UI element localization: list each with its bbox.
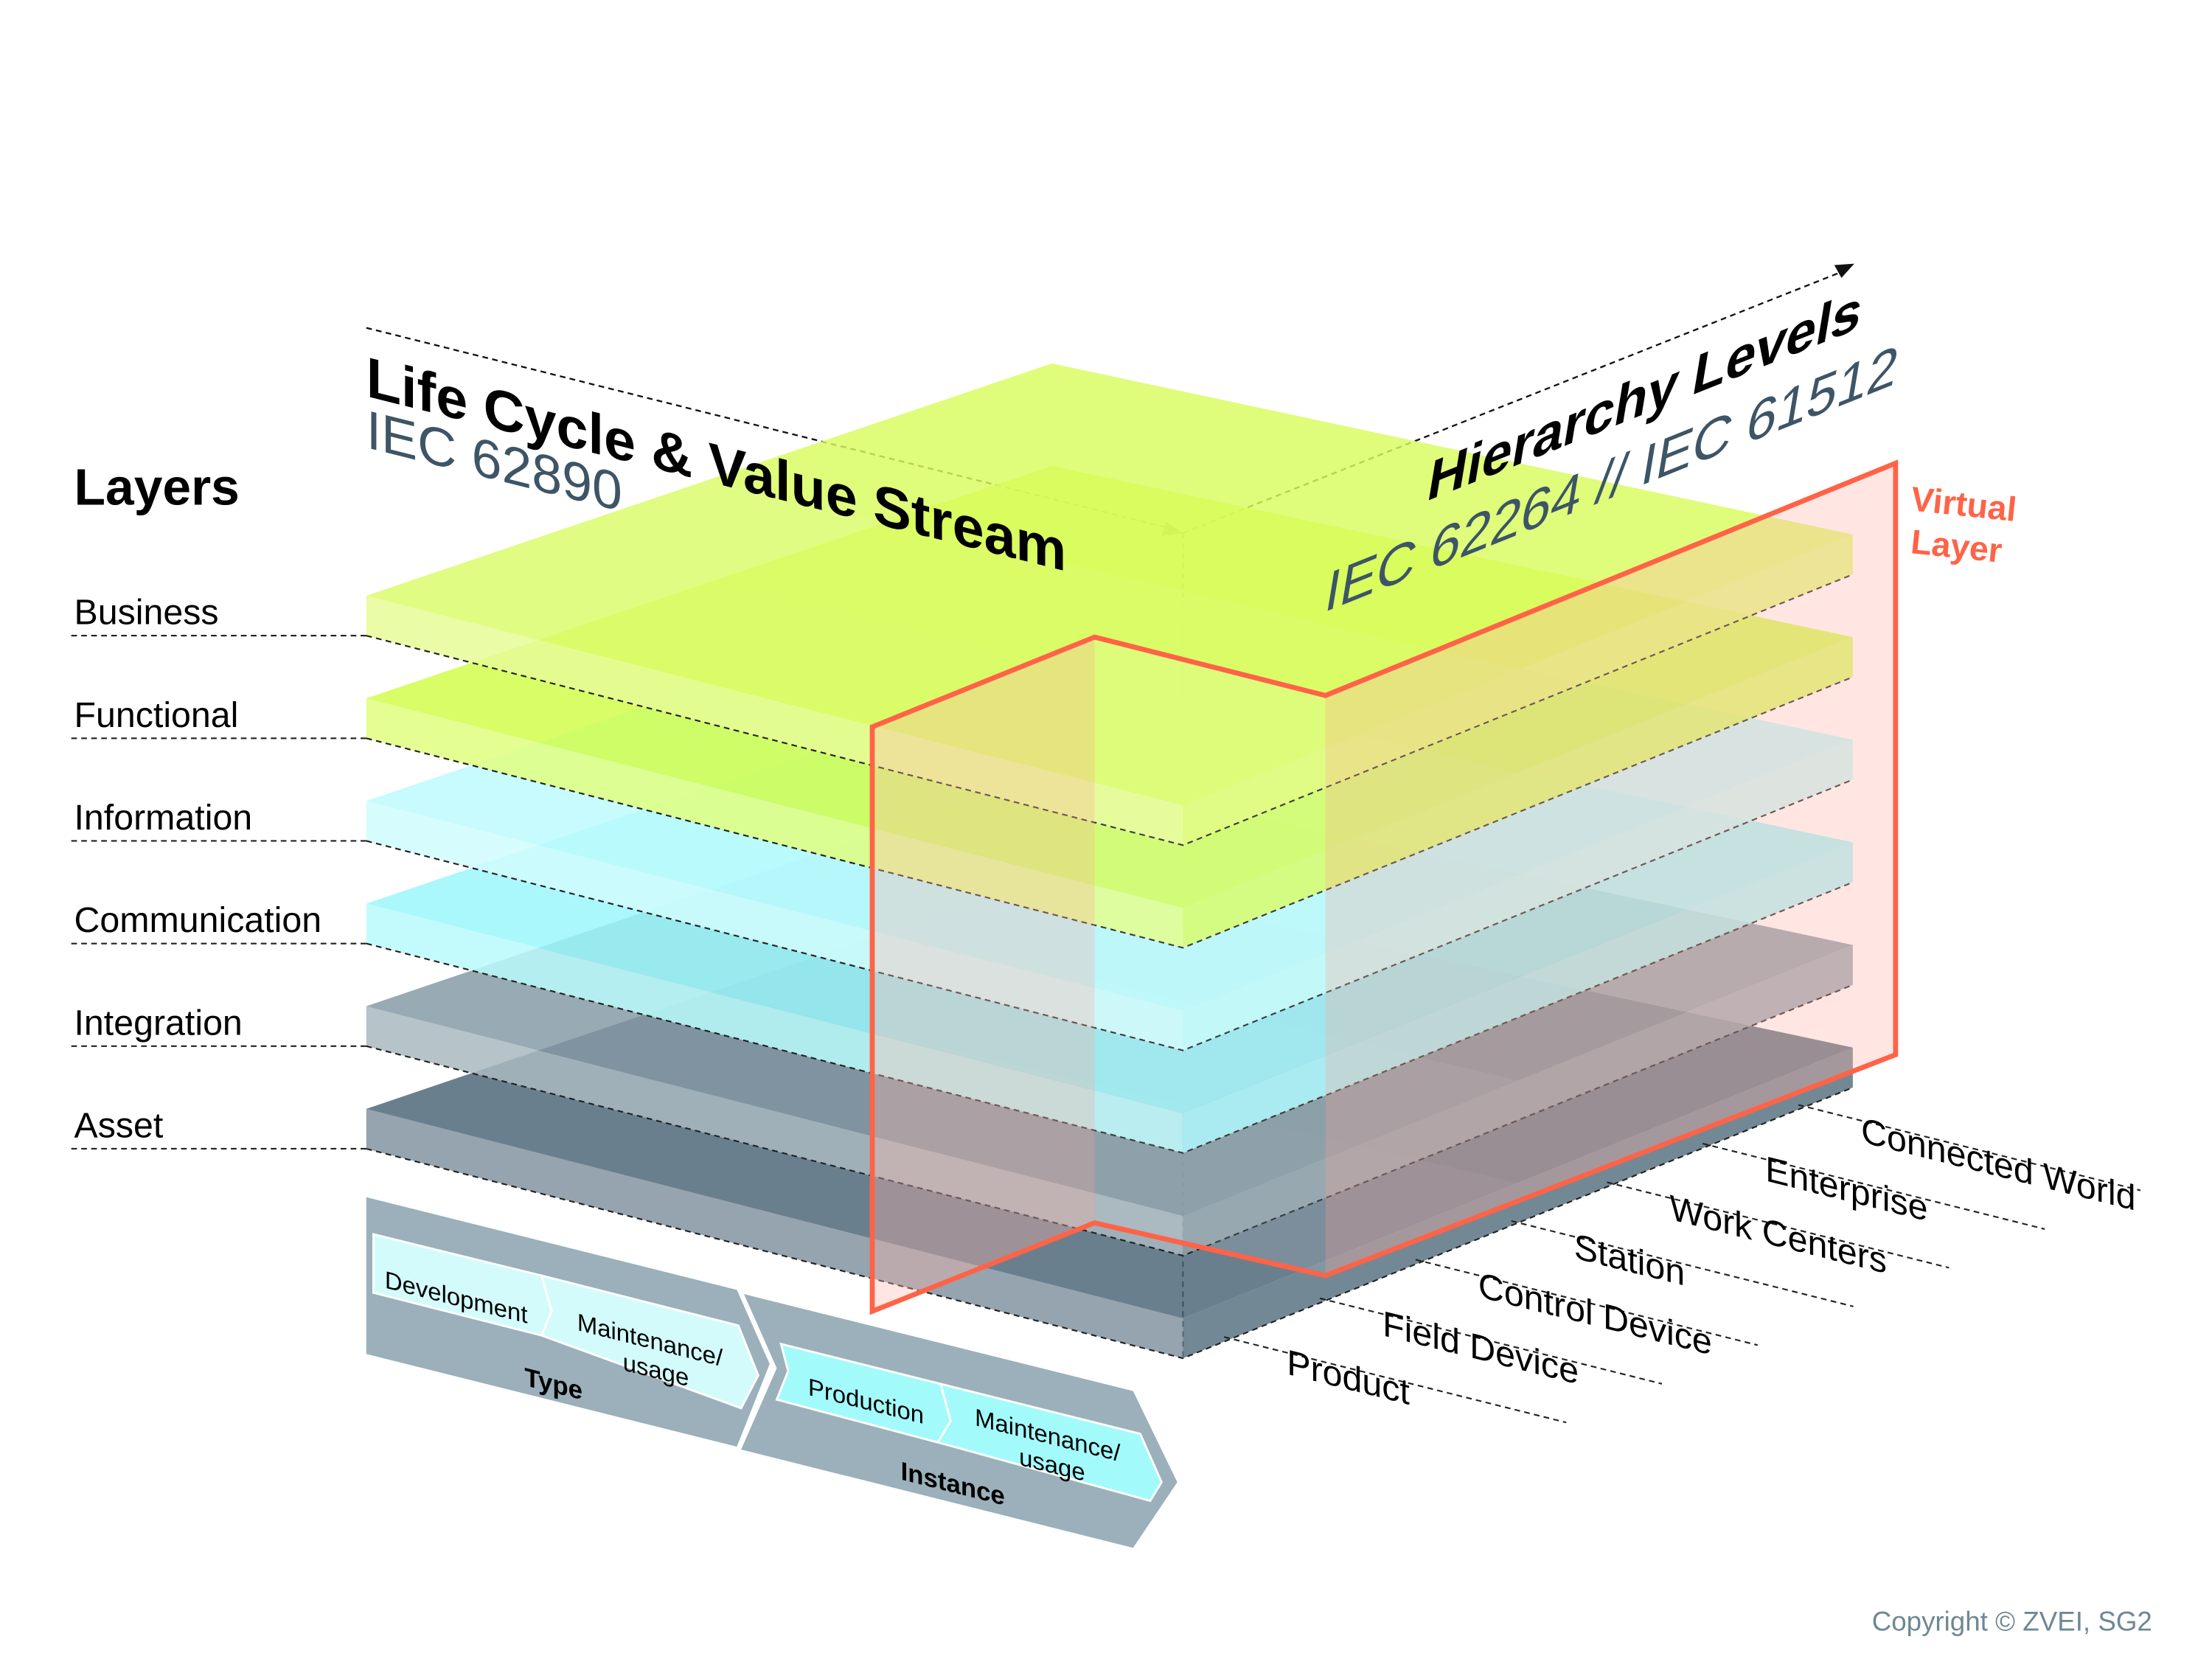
virtual-layer-outline — [869, 459, 1899, 1315]
layer-bottom-edge — [366, 881, 1854, 1154]
hierarchy-level-leader — [1702, 1142, 2045, 1230]
layer-left-face — [366, 903, 1183, 1153]
hierarchy-level-leader — [1319, 1297, 1663, 1385]
layer-bottom-edge — [366, 779, 1854, 1051]
layer-label-integration: Integration — [74, 1003, 243, 1043]
copyright-notice: Copyright © ZVEI, SG2 — [1872, 1606, 2152, 1636]
layer-label-business: Business — [74, 593, 219, 633]
layer-bottom-edge — [366, 676, 1854, 949]
virtual-layer-right-panel — [1325, 463, 1896, 1276]
layers-heading: Layers — [74, 458, 240, 515]
hierarchy-level-leader — [1511, 1220, 1854, 1307]
virtual-layer-label-line1: Virtual — [1909, 479, 2018, 529]
layer-left-face — [366, 1108, 1183, 1359]
hierarchy-level-label: Product — [1287, 1343, 1410, 1413]
layer-labels: Asset Integration Communication Information… — [71, 593, 366, 1150]
layer-left-face — [366, 801, 1183, 1051]
hierarchy-level-label: Station — [1574, 1227, 1685, 1294]
hierarchy-level-leader — [1415, 1259, 1759, 1346]
hierarchy-axis-line — [1182, 270, 1845, 535]
virtual-layer-label-line2: Layer — [1909, 522, 2004, 570]
layer-right-face — [1183, 740, 1853, 1051]
layer-left-face — [366, 1006, 1183, 1256]
hierarchy-level-leader — [1607, 1181, 1950, 1269]
hierarchy-level-leader — [1224, 1336, 1567, 1424]
hierarchy-level-label: Enterprise — [1765, 1150, 1927, 1229]
hierarchy-arrow-head — [1834, 263, 1854, 278]
layer-right-face — [1183, 534, 1853, 846]
layer-business — [366, 363, 1854, 846]
virtual-layer: Virtual Layer — [869, 459, 2018, 1315]
layer-bottom-edge — [366, 1086, 1854, 1360]
lifecycle-bands: Development Maintenance/ usage Type Prod… — [366, 1197, 1178, 1548]
layer-left-face — [366, 595, 1183, 846]
layer-bottom-edge — [366, 984, 1854, 1257]
layer-label-communication: Communication — [74, 900, 322, 940]
layer-label-information: Information — [74, 798, 253, 838]
virtual-layer-left-panel — [872, 637, 1095, 1312]
layer-right-face — [1183, 637, 1853, 948]
layer-bottom-edge — [366, 574, 1854, 846]
layer-stack — [366, 363, 1854, 1360]
layer-label-asset: Asset — [74, 1106, 164, 1146]
layer-label-functional: Functional — [74, 695, 239, 735]
layer-top-face — [366, 363, 1853, 806]
virtual-layer-middle-panel — [1094, 637, 1326, 1276]
layer-left-face — [366, 698, 1183, 948]
layer-right-face — [1183, 842, 1853, 1153]
hierarchy-level-leader — [1798, 1104, 2141, 1192]
type-step-maintenance — [540, 1274, 759, 1410]
instance-step-maintenance — [936, 1382, 1164, 1503]
layer-highlight — [366, 479, 1518, 806]
layer-right-face — [1183, 945, 1853, 1256]
